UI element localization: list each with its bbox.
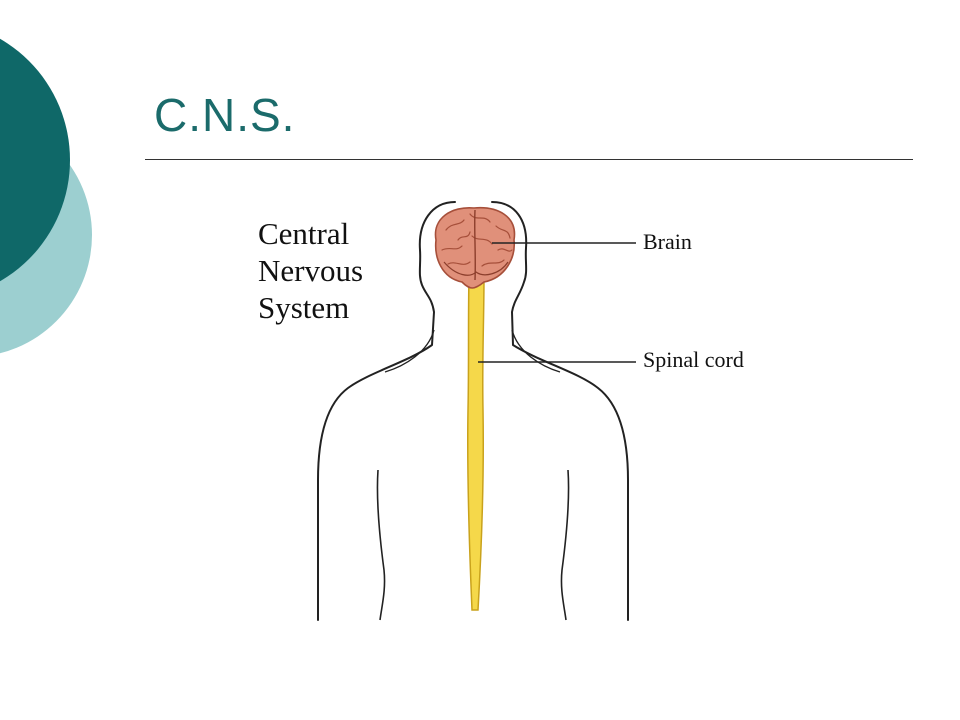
right-arm-line: [560, 469, 570, 621]
figure-heading: Central Nervous System: [258, 215, 363, 326]
brain-label: Brain: [643, 229, 692, 254]
figure-heading-line: System: [258, 290, 350, 325]
slide-decoration-circles: [0, 38, 92, 354]
brain: [434, 206, 516, 289]
body-outline: [317, 201, 629, 621]
spinal-cord: [466, 275, 485, 611]
neck-shoulder-left: [384, 329, 435, 373]
title-divider: [145, 159, 913, 160]
left-arm-line: [376, 469, 386, 621]
neck-shoulder-right: [511, 329, 561, 373]
decoration-circle-dark: [0, 38, 70, 282]
figure-heading-line: Nervous: [258, 253, 364, 288]
spinal-cord-label: Spinal cord: [643, 347, 744, 372]
slide-title: C.N.S.: [154, 89, 296, 141]
figure-heading-line: Central: [258, 216, 350, 251]
